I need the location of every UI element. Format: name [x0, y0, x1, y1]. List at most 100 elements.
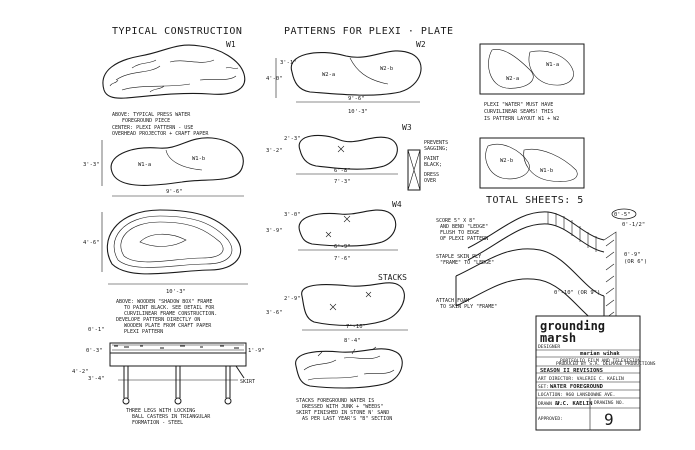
dim-w4-outer-width: 7'-6"	[334, 256, 351, 262]
dim-stacks-height: 3'-6"	[266, 310, 283, 316]
dim-w4-inner-width: 6'-9"	[334, 244, 351, 250]
dim-leg-height: 3'-4"	[88, 376, 105, 382]
layout-label-w2b: W2-b	[500, 158, 513, 164]
note-above-line2: FOREGROUND PIECE	[122, 118, 170, 124]
w1-dim-inner-width: 9'-6"	[112, 189, 244, 197]
season-label: SEASON II REVISIONS	[540, 368, 603, 374]
note-stacks-line4: AS PER LAST YEAR'S "B" SECTION	[302, 416, 392, 422]
drawn-by-label: DRAWN BY:	[538, 401, 563, 407]
label-w3: W3	[402, 123, 412, 132]
dim-w3-top: 2'-3"	[284, 136, 301, 142]
title-block	[535, 315, 641, 431]
note-score-line2: AND BEND "LEDGE"	[440, 224, 488, 230]
dim-base-top: 0'-1"	[88, 327, 105, 333]
note-center-line1: CENTER: PLEXI PATTERN - USE	[112, 125, 193, 131]
note-legs-line3: FORMATION - STEEL	[132, 420, 183, 426]
base-elevation	[109, 342, 247, 405]
note-w3-line2: SAGGING;	[424, 146, 448, 152]
layout-label-w1a: W1-a	[546, 62, 559, 68]
dim-w4-top: 3'-0"	[284, 212, 301, 218]
w3-plexi-pattern	[298, 134, 398, 170]
note-attach-line2: TO SKIN PLY "FRAME"	[440, 304, 497, 310]
dim-stacks-inner-width: 7'-10"	[346, 324, 366, 330]
logo-line1: grounding	[540, 319, 605, 333]
w1-shadow-box-frame	[106, 209, 242, 275]
set-value: WATER FOREGROUND	[550, 384, 604, 390]
drawing-no-value: 9	[604, 410, 614, 429]
w1-plexi-pattern: W1-a W1-b	[110, 137, 244, 186]
dim-sheet-depth: 0'-9"	[624, 252, 641, 258]
note-plexi-must-line3: IS PATTERN LAYOUT W1 + W2	[484, 116, 559, 122]
designer-label: DESIGNER	[538, 344, 560, 350]
note-stacks-line1: STACKS FOREGROUND WATER IS	[296, 398, 374, 404]
dim-w4-height: 3'-9"	[266, 228, 283, 234]
note-below-line5: WOODEN PLATE FROM CRAFT PAPER	[124, 323, 212, 329]
designer-name: marian wihak	[580, 351, 620, 357]
note-below-line1: ABOVE: WOODEN "SHADOW BOX" FRAME	[116, 299, 212, 305]
label-w2: W2	[416, 40, 426, 49]
location: LOCATION: 960 LANSDOWNE AVE.	[538, 392, 615, 398]
note-staple-line1: STAPLE SKIN PLY	[436, 254, 481, 260]
note-attach-line1: ATTACH FOAM	[436, 298, 469, 304]
label-w1a: W1-a	[138, 162, 151, 168]
note-legs-line2: BALL CASTERS IN TRIANGULAR	[132, 414, 211, 420]
note-w3-line1: PREVENTS	[424, 140, 448, 146]
svg-text:3'-3": 3'-3"	[83, 162, 100, 168]
dim-w2-top: 3'-1"	[280, 60, 297, 66]
dim-skirt-height: 1'-9"	[248, 348, 265, 354]
w1-dim-lower-height: 4'-6"	[83, 212, 103, 272]
note-plexi-must-line1: PLEXI "WATER" MUST HAVE	[484, 102, 553, 108]
set-label: SET:	[538, 384, 549, 390]
heading-patterns: PATTERNS FOR PLEXI · PLATE	[284, 26, 454, 37]
w1-dim-outer-width: 10'-3"	[108, 283, 248, 295]
note-w3-line5: DRESS	[424, 172, 439, 178]
note-score-line4: OF PLEXI PATTERN	[440, 236, 488, 242]
note-stacks-line3: SKIRT FINISHED IN STONE N' SAND	[296, 410, 389, 416]
heading-typical-construction: TYPICAL CONSTRUCTION	[112, 26, 242, 37]
dim-sheet-width: 0'-10" (OR 9")	[554, 290, 600, 296]
w4-plexi-pattern	[298, 209, 397, 247]
art-director: ART DIRECTOR: VALERIE C. KAELIN	[538, 376, 624, 382]
label-w2b: W2-b	[380, 66, 393, 72]
note-below-line2: TO PAINT BLACK. SEE DETAIL FOR	[124, 305, 215, 311]
label-w1b: W1-b	[192, 156, 205, 162]
dim-stacks-top: 2'-9"	[284, 296, 301, 302]
foreground-piece-sketch	[102, 44, 246, 99]
dim-w3-inner-width: 6'-8"	[334, 168, 351, 174]
approved-label: APPROVED:	[538, 416, 563, 422]
label-w4: W4	[392, 200, 402, 209]
note-score-line3: FLUSH TO EDGE	[440, 230, 479, 236]
note-staple-line2: "FRAME" TO "LEDGE"	[440, 260, 494, 266]
dim-base-height: 4'-2"	[72, 369, 89, 375]
dim-sheet-depth-alt: (OR 6")	[624, 259, 647, 265]
dim-w2-inner-width: 9'-6"	[348, 96, 365, 102]
company-line1: PORTFOLIO FILM AND TELEVISION	[560, 358, 640, 364]
dim-base-depth: 0'-3"	[86, 348, 103, 354]
w1-dim-height: 3'-3"	[83, 140, 103, 186]
svg-text:9'-6": 9'-6"	[166, 189, 183, 195]
drawn-by-value: V.C. KAELIN	[556, 401, 592, 407]
heading-total-sheets: TOTAL SHEETS: 5	[486, 195, 584, 206]
note-w3-line6: OVER	[424, 178, 437, 184]
dim-sheet-height: 0'-5"	[614, 212, 631, 218]
note-skirt: SKIRT	[240, 379, 255, 385]
dim-w3-height: 3'-2"	[266, 148, 283, 154]
layout-bottom-box: W2-b W1-b	[479, 137, 585, 189]
note-above-line1: ABOVE: TYPICAL PRESS WATER	[112, 112, 191, 118]
note-score-line1: SCORE 5" X 8"	[436, 218, 475, 224]
note-below-line3: CURVILINEAR FRAME CONSTRUCTION.	[124, 311, 217, 317]
label-stacks: STACKS	[378, 273, 407, 282]
note-w3-line3: PAINT	[424, 156, 439, 162]
note-center-line2: OVERHEAD PROJECTOR + CRAFT PAPER	[112, 131, 209, 137]
w2-plexi-pattern: W2-a W2-b	[290, 50, 422, 96]
layout-label-w2a: W2-a	[506, 76, 519, 82]
dim-w2-outer-width: 10'-3"	[348, 109, 368, 115]
svg-text:10'-3": 10'-3"	[166, 289, 186, 295]
dim-w3-outer-width: 7'-3"	[334, 179, 351, 185]
dim-sheet-rise: 0'-1/2"	[622, 222, 645, 228]
layout-label-w1b: W1-b	[540, 168, 553, 174]
company-line2: PRODUCED BY S.A. DELMAGE PRODUCTIONS	[556, 361, 656, 367]
sheet-callout	[611, 208, 637, 220]
